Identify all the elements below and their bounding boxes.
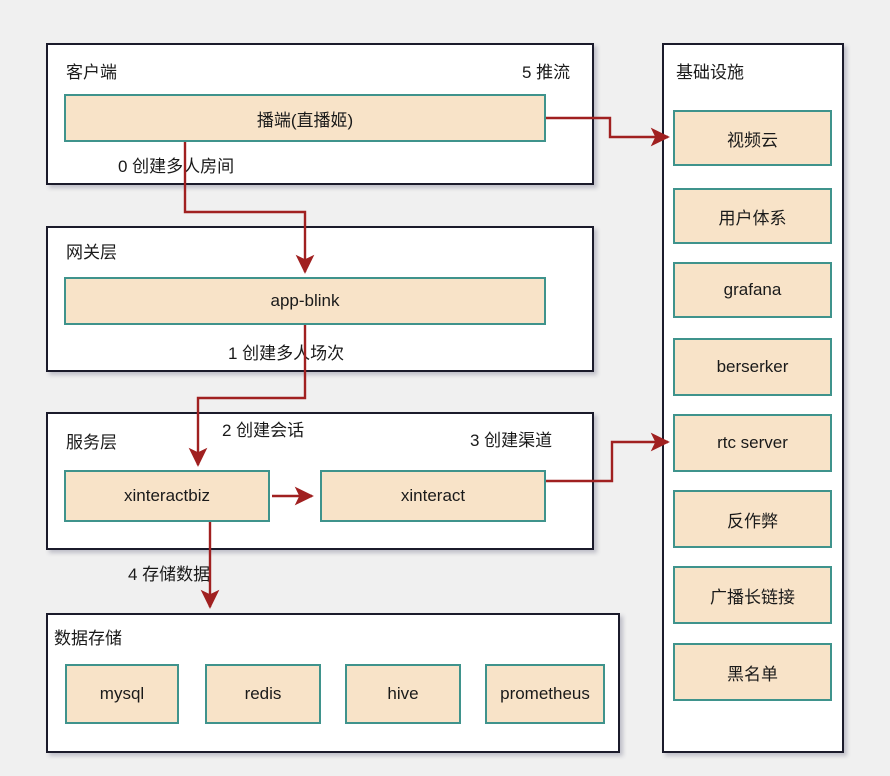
node-mysql[interactable]: mysql: [65, 664, 179, 724]
node-anti-cheat[interactable]: 反作弊: [673, 490, 832, 548]
step-label-0: 0 创建多人房间: [118, 157, 235, 176]
node-video-cloud[interactable]: 视频云: [673, 110, 832, 166]
node-hive[interactable]: hive: [345, 664, 461, 724]
step-label-1: 1 创建多人场次: [228, 344, 345, 363]
node-broadcast-long-link[interactable]: 广播长链接: [673, 566, 832, 624]
step-label-2: 2 创建会话: [222, 421, 305, 440]
panel-gateway-title: 网关层: [66, 243, 117, 262]
node-blacklist[interactable]: 黑名单: [673, 643, 832, 701]
node-broadcast-client[interactable]: 播端(直播姬): [64, 94, 546, 142]
node-prometheus[interactable]: prometheus: [485, 664, 605, 724]
node-xinteractbiz[interactable]: xinteractbiz: [64, 470, 270, 522]
node-xinteract[interactable]: xinteract: [320, 470, 546, 522]
node-redis[interactable]: redis: [205, 664, 321, 724]
panel-client-title: 客户端: [66, 63, 117, 82]
step-label-4: 4 存储数据: [128, 565, 211, 584]
panel-infrastructure-title: 基础设施: [676, 63, 744, 82]
node-grafana[interactable]: grafana: [673, 262, 832, 318]
panel-storage-title: 数据存储: [54, 629, 122, 648]
node-rtc-server[interactable]: rtc server: [673, 414, 832, 472]
node-user-system[interactable]: 用户体系: [673, 188, 832, 244]
step-label-5: 5 推流: [522, 63, 571, 82]
node-app-blink[interactable]: app-blink: [64, 277, 546, 325]
step-label-3: 3 创建渠道: [470, 431, 553, 450]
node-berserker[interactable]: berserker: [673, 338, 832, 396]
panel-service-title: 服务层: [66, 433, 117, 452]
